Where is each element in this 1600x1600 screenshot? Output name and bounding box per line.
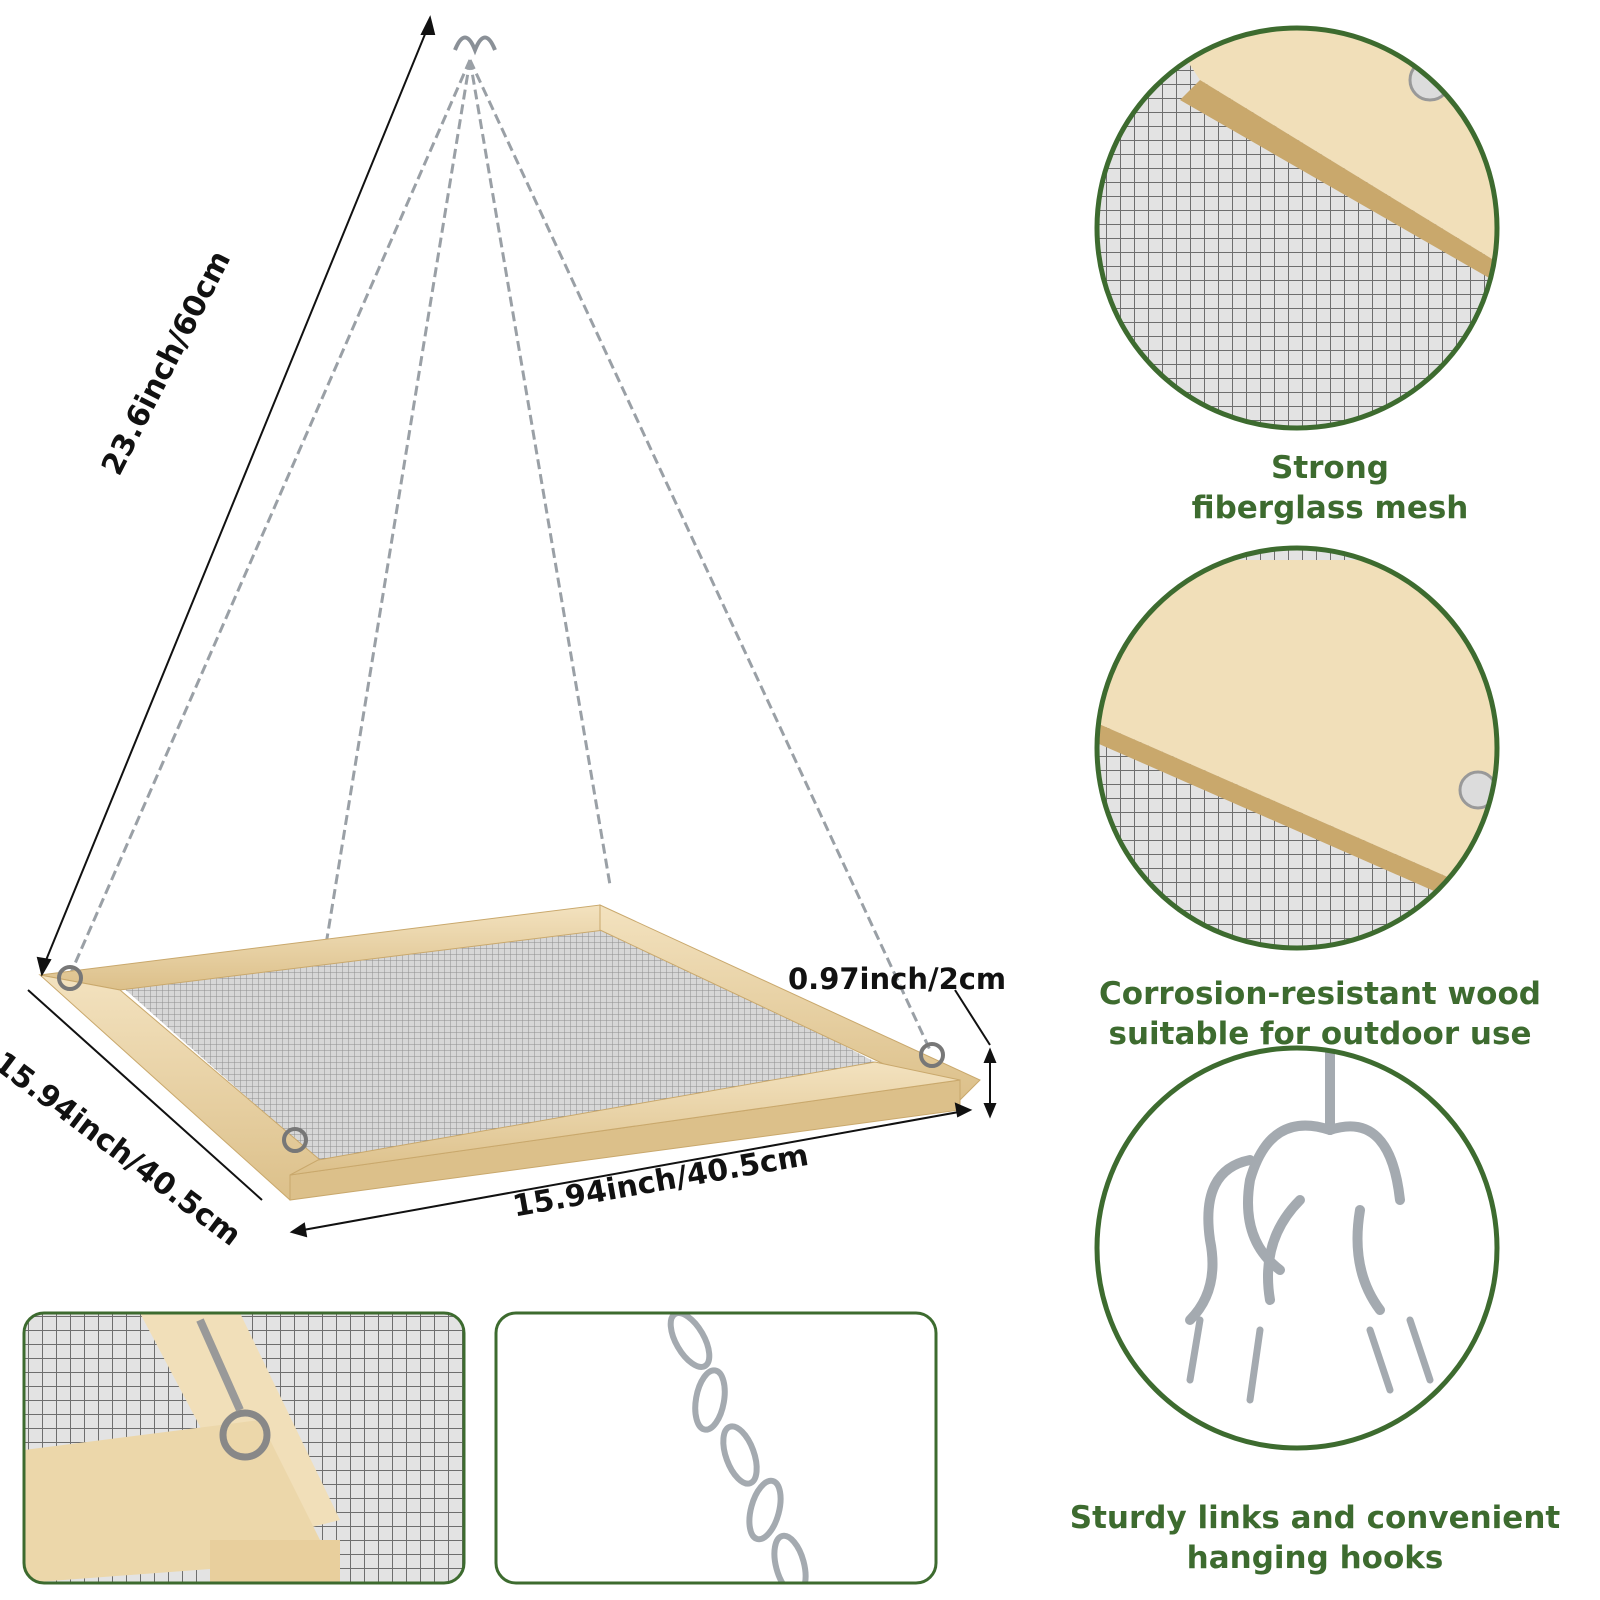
feature-caption-hooks: Sturdy links and convenient hanging hook… — [1030, 1498, 1600, 1578]
mesh-closeup-icon — [1094, 25, 1500, 431]
top-hook-icon — [453, 35, 497, 56]
chain-closeup-icon — [494, 1311, 938, 1585]
feeder-tray — [38, 904, 981, 1201]
feature-caption-line: Sturdy links and convenient — [1069, 1500, 1561, 1536]
feature-caption-line: hanging hooks — [1186, 1540, 1444, 1576]
thickness-dimension-label: 0.97inch/2cm — [788, 962, 1007, 996]
corner-closeup-icon — [22, 1311, 466, 1585]
feature-caption-line: Corrosion-resistant wood — [1099, 976, 1541, 1012]
wood-closeup-icon — [1094, 545, 1500, 951]
dimension-arrows — [27, 15, 997, 1238]
feature-caption-line: Strong — [1271, 450, 1389, 486]
feature-caption-wood: Corrosion-resistant wood suitable for ou… — [1040, 974, 1600, 1054]
feature-caption-line: suitable for outdoor use — [1108, 1016, 1532, 1052]
feature-caption-line: fiberglass mesh — [1191, 490, 1469, 526]
hooks-closeup-icon — [1094, 1045, 1500, 1451]
feature-caption-mesh: Strong fiberglass mesh — [1100, 448, 1560, 528]
